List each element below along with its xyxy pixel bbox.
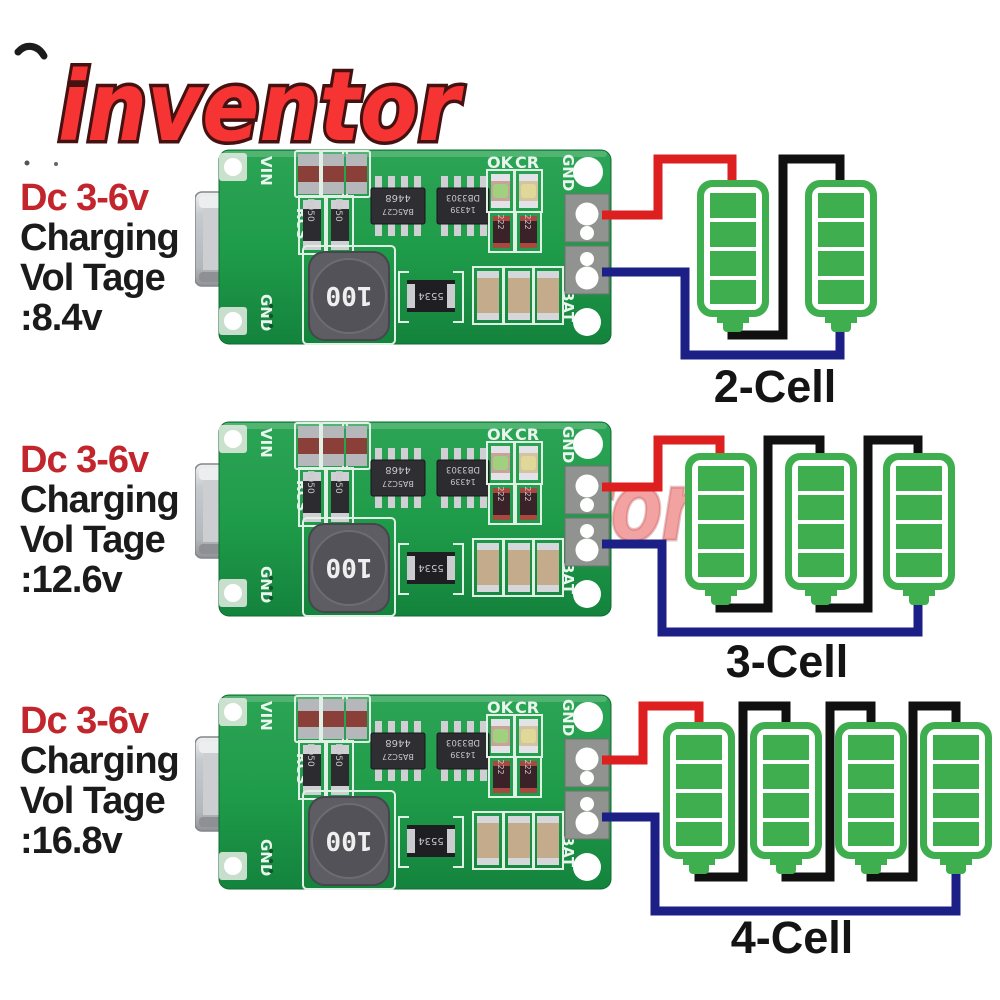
charging-label-line1: Charging [20, 740, 180, 782]
module-row-3: 4-Cell [195, 694, 992, 963]
battery-cell [920, 722, 992, 874]
series-wire [727, 154, 845, 340]
charging-voltage-value: :12.6v [20, 559, 123, 601]
charger-module-board [195, 149, 612, 345]
cell-count-label: 4-Cell [731, 912, 854, 963]
module-info-1: Dc 3-6v Charging Vol Tage :8.4v [20, 178, 220, 338]
positive-wire [602, 435, 725, 492]
series-wire [815, 435, 923, 613]
series-wire [694, 701, 791, 882]
input-voltage-label: Dc 3-6v [20, 177, 149, 219]
battery-cell [785, 453, 857, 605]
input-voltage-label: Dc 3-6v [20, 439, 149, 481]
charging-label-line1: Charging [20, 479, 180, 521]
module-info-2: Dc 3-6v Charging Vol Tage :12.6v [20, 440, 220, 600]
battery-cell [663, 722, 735, 874]
series-wire [866, 701, 961, 882]
module-row-1: 2-Cell [195, 149, 877, 412]
input-voltage-label: Dc 3-6v [20, 700, 149, 742]
battery-cell [697, 180, 769, 332]
series-wire [715, 435, 825, 613]
charging-voltage-value: :8.4v [20, 297, 103, 339]
battery-cell [805, 180, 877, 332]
charging-voltage-value: :16.8v [20, 820, 123, 862]
negative-wire [602, 812, 961, 916]
charging-label-line2: Vol Tage [20, 780, 166, 822]
positive-wire [602, 154, 737, 220]
positive-wire [602, 701, 704, 765]
charger-module-board [195, 694, 612, 890]
negative-wire [602, 267, 845, 360]
battery-cell [883, 453, 955, 605]
battery-cell [685, 453, 757, 605]
cell-count-label: 3-Cell [726, 636, 849, 687]
charging-label-line2: Vol Tage [20, 519, 166, 561]
battery-cell [750, 722, 822, 874]
artifact-mark [14, 42, 48, 60]
module-info-3: Dc 3-6v Charging Vol Tage :16.8v [20, 701, 220, 861]
charger-module-board [195, 421, 612, 617]
battery-cell [835, 722, 907, 874]
cell-count-label: 2-Cell [714, 361, 837, 412]
negative-wire [602, 539, 923, 637]
charging-label-line1: Charging [20, 217, 180, 259]
series-wire [781, 701, 876, 882]
charging-label-line2: Vol Tage [20, 257, 166, 299]
module-row-2: 3-Cell [195, 421, 955, 687]
